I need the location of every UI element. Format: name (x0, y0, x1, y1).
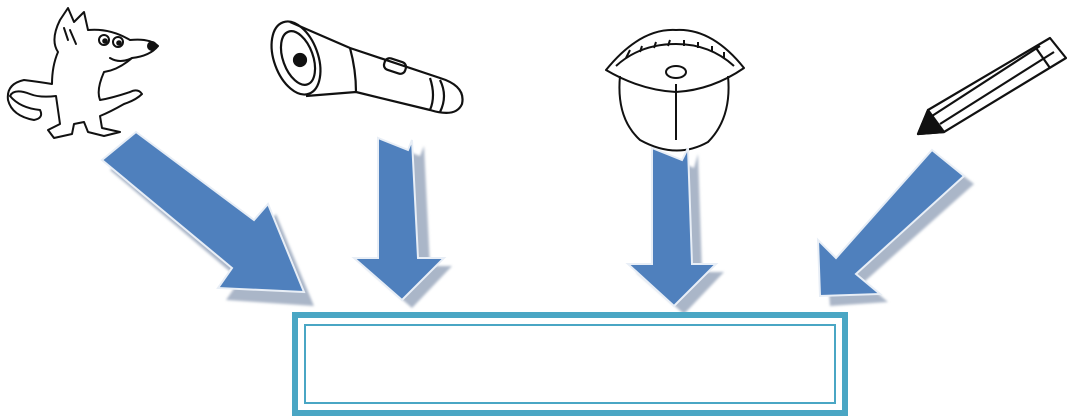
arrow-mouth (628, 148, 724, 314)
arrow-pencil (818, 150, 974, 306)
flashlight-icon (262, 15, 462, 113)
answer-box-inner-border (304, 324, 836, 404)
pencil-icon (918, 38, 1066, 134)
wolf-icon (8, 8, 158, 138)
arrow-wolf (102, 132, 314, 306)
answer-box[interactable] (292, 312, 848, 416)
arrow-flashlight (354, 138, 452, 308)
mouth-icon (606, 30, 744, 151)
